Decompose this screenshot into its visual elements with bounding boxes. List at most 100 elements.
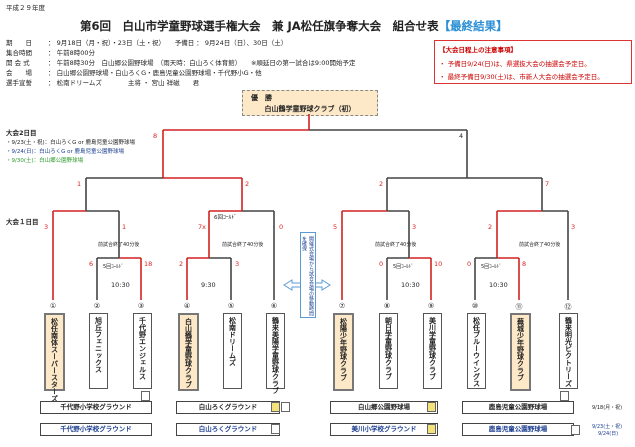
- info-value: ： 松南ドリームズ 主将 ・ 宮山 祥磁 君: [48, 79, 200, 87]
- qf-score: 3: [571, 223, 576, 231]
- day2-note: ・9/24(日)：白山ろくG or 鹿島児童公園野球場: [6, 149, 125, 155]
- venue-marker: [141, 391, 150, 401]
- champion-label: 優 勝: [251, 94, 272, 102]
- venue-date: 9/24(日): [598, 431, 619, 437]
- qf-score: 5: [333, 223, 338, 231]
- info-row-venue: 会 場 ： 白山郷公園野球場・白山ろくG・鹿島児童公園野球場・千代野小G・他: [6, 69, 356, 79]
- r1-time: 10:30: [489, 281, 508, 289]
- team-box: 千代野エンジェルス: [133, 313, 152, 389]
- r1-score: 18: [144, 260, 153, 268]
- team-box: 松南ドリームズ: [223, 313, 242, 389]
- team-box: 蕪城少年野球クラブ: [510, 313, 531, 391]
- team-number: ⑪: [515, 303, 523, 311]
- team-number: ⑧: [383, 302, 391, 310]
- notice-heading: 【大会日程上の注意事項】: [439, 46, 517, 54]
- center-note-box: 開催式会場から試合会場の移動時間を確保: [300, 232, 316, 318]
- venue-marker: [281, 402, 290, 412]
- semi-score: 1: [77, 180, 82, 188]
- notice-line: ・ 予備日9/24(日)は、県選抜大会の抽選会予定日。: [439, 60, 591, 68]
- info-value: ： 午前8時00分: [48, 49, 95, 57]
- r1-time: 9:30: [201, 281, 216, 289]
- r1-called: 5回ｺｰﾙﾄﾞ: [103, 264, 124, 270]
- team-name: 鶴来美陽学童野球クラブ: [271, 317, 280, 394]
- info-value: ： 白山郷公園野球場・白山ろくG・鹿島児童公園野球場・千代野小G・他: [48, 69, 262, 77]
- team-number: ④: [183, 302, 191, 310]
- info-value: ： 午前8時30分 白山郷公園野球場 （雨天時：白山ろく体育館） ※順延日の第一…: [48, 59, 356, 67]
- venue-box: 美川小学校グラウンド: [330, 423, 438, 436]
- team-number: ①: [49, 302, 57, 310]
- semi-score: 2: [379, 180, 384, 188]
- info-label: 期 日: [6, 39, 32, 47]
- venue-marker: [427, 402, 436, 412]
- notice-box: 【大会日程上の注意事項】 ・ 予備日9/24(日)は、県選抜大会の抽選会予定日。…: [434, 40, 632, 84]
- venue-box: 白山ろくグラウンド: [176, 401, 280, 414]
- team-number: ②: [93, 302, 101, 310]
- venue-box: 白山郷公園野球場: [330, 401, 438, 414]
- info-block: 期 日： 9月18日（月・祝）・23日（土・祝） 予備日 ： 9月24日（日）、…: [6, 39, 356, 89]
- venue-box: 鹿島児童公園野球場: [462, 423, 574, 436]
- r1-score: 10: [434, 260, 443, 268]
- team-box: 鶴来明光ビクトリーズ: [559, 313, 578, 389]
- center-note: 開催式会場から試合会場の移動時間を確保: [301, 236, 314, 316]
- r1-score: 6: [89, 260, 94, 268]
- team-name: 白山鶴学童野球クラブ: [184, 318, 193, 388]
- team-box: 美川学童野球クラブ: [423, 313, 442, 389]
- qf-time-note: 前試合終了40分後: [375, 242, 417, 248]
- semi-score: 2: [245, 180, 250, 188]
- r1-score: 2: [179, 260, 184, 268]
- team-name: 朝日学童野球クラブ: [384, 317, 393, 380]
- page-title: 第6回 白山市学童野球選手権大会 兼 JA松任旗争奪大会 組合せ表【最終結果】: [80, 18, 508, 34]
- day2-note: ・9/30(土)：白山郷公園野球場: [6, 158, 84, 164]
- info-row-oath: 選手宣誓 ： 松南ドリームズ 主将 ・ 宮山 祥磁 君: [6, 79, 356, 89]
- r1-time: 10:30: [401, 281, 420, 289]
- info-row-opening: 開 会 式： 午前8時30分 白山郷公園野球場 （雨天時：白山ろく体育館） ※順…: [6, 59, 356, 69]
- info-label: 選手宣誓: [6, 79, 32, 87]
- venue-box: 鹿島児童公園野球場: [462, 401, 574, 414]
- team-box: 松任ブルーウイングス: [467, 313, 486, 389]
- team-name: 鶴来明光ビクトリーズ: [564, 317, 573, 387]
- r1-called: 5回ｺｰﾙﾄﾞ: [481, 264, 502, 270]
- team-box: 松任南体スーパースターズ: [44, 313, 65, 402]
- r1-called: 5回ｺｰﾙﾄﾞ: [393, 264, 414, 270]
- r1-score: 0: [467, 260, 472, 268]
- venue-marker: [571, 425, 580, 435]
- round-day1-label: 大会１日目: [6, 218, 39, 226]
- team-number: ⑦: [338, 302, 346, 310]
- venue-marker: [560, 391, 569, 401]
- info-label: 会 場: [6, 69, 32, 77]
- team-name: 松任南体スーパースターズ: [50, 318, 59, 402]
- team-box: 松陽少年野球クラブ: [333, 313, 354, 391]
- venue-box: 千代野小学校グラウンド: [40, 423, 152, 436]
- r1-score: 0: [379, 260, 384, 268]
- info-row-date: 期 日： 9月18日（月・祝）・23日（土・祝） 予備日 ： 9月24日（日）、…: [6, 39, 356, 49]
- team-box: 白山鶴学童野球クラブ: [178, 313, 199, 391]
- team-number: ③: [137, 302, 145, 310]
- team-number: ⑥: [270, 302, 278, 310]
- team-number: ⑩: [471, 302, 479, 310]
- team-name: 旭丘フェニックス: [94, 317, 103, 373]
- info-label: 集合時間: [6, 49, 32, 57]
- team-box: 鶴来美陽学童野球クラブ: [266, 313, 285, 394]
- qf-score: 7x: [198, 223, 206, 231]
- venue-box: 白山ろくグラウンド: [176, 423, 280, 436]
- r1-time: 10:30: [111, 281, 130, 289]
- champion-team: 白山鶴学童野球クラブ（初）: [264, 105, 356, 113]
- team-box: 朝日学童野球クラブ: [379, 313, 398, 389]
- qf-time-note: 前試合終了40分後: [98, 242, 140, 248]
- team-name: 松南ドリームズ: [228, 317, 237, 366]
- title-main: 第6回 白山市学童野球選手権大会 兼 JA松任旗争奪大会 組合せ表: [80, 19, 439, 33]
- team-name: 蕪城少年野球クラブ: [516, 318, 525, 381]
- qf-time-note: 前試合終了40分後: [519, 242, 561, 248]
- venue-marker: [271, 402, 280, 412]
- qf-score: 1: [122, 223, 127, 231]
- day2-note: ・9/23(土・祝)：白山ろくG or 鹿島児童公園野球場: [6, 140, 136, 146]
- title-result: 【最終結果】: [438, 19, 508, 33]
- team-name: 松陽少年野球クラブ: [339, 318, 348, 381]
- qf-called-note: 6回ｺｰﾙﾄﾞ: [214, 215, 237, 221]
- qf-score: 3: [44, 223, 49, 231]
- r1-score: 3: [235, 260, 240, 268]
- r1-score: 8: [522, 260, 527, 268]
- team-box: 旭丘フェニックス: [89, 313, 108, 389]
- team-name: 美川学童野球クラブ: [428, 317, 437, 380]
- qf-score: 0: [279, 223, 284, 231]
